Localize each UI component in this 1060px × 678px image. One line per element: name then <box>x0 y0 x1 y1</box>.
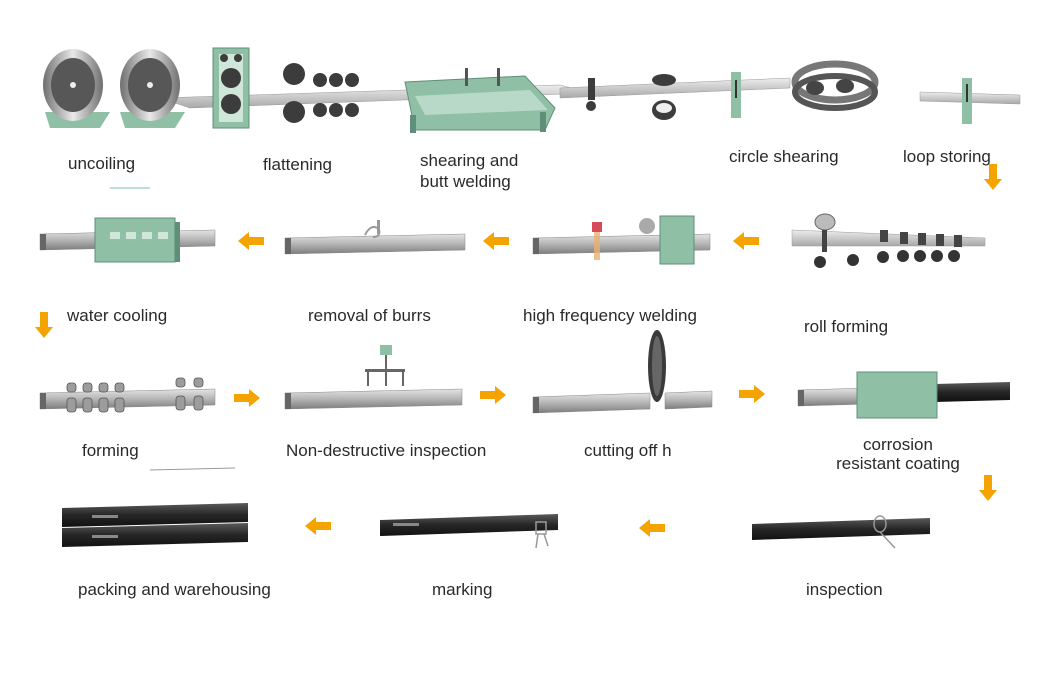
label-flattening: flattening <box>263 155 332 174</box>
uncoiler-illustration <box>43 49 185 128</box>
burr-removal-unit <box>284 220 466 255</box>
label-marking: marking <box>432 580 493 599</box>
cutting-saw <box>532 330 713 414</box>
flow-arrows <box>35 164 1002 537</box>
arrow-cutting-to-coating <box>739 385 765 403</box>
inspection-pipe <box>752 515 930 549</box>
arrow-cooling-to-forming <box>35 312 53 338</box>
loop-accumulator <box>962 78 972 124</box>
label-hf-welding: high frequency welding <box>523 306 697 325</box>
label-cutting: cutting off h <box>584 441 672 460</box>
roll-forming-unit <box>791 213 986 268</box>
arrow-burrs-to-cooling <box>238 232 264 250</box>
water-cooling-unit <box>39 217 216 263</box>
arrow-ndt-to-cutting <box>480 386 506 404</box>
arrow-forming-to-ndt <box>234 389 260 407</box>
hf-welder <box>532 215 711 265</box>
label-coating-line1: corrosion <box>863 435 933 454</box>
arrow-hf-to-burrs <box>483 232 509 250</box>
pinch-units <box>586 74 676 120</box>
label-inspection: inspection <box>806 580 883 599</box>
arrow-coating-to-inspection <box>979 475 997 501</box>
arrow-inspection-to-marking <box>639 519 665 537</box>
label-loop-storing: loop storing <box>903 147 991 166</box>
flattening-rollers <box>212 47 359 129</box>
label-uncoiling: uncoiling <box>68 154 136 173</box>
label-forming: forming <box>82 441 139 460</box>
label-packing: packing and warehousing <box>78 580 271 599</box>
label-roll-forming: roll forming <box>804 317 889 336</box>
label-shearing-line2: butt welding <box>420 172 511 191</box>
marking-pipe <box>380 514 558 549</box>
label-water-cooling: water cooling <box>67 306 168 325</box>
label-ndt: Non-destructive inspection <box>286 441 487 460</box>
label-circle-shearing: circle shearing <box>729 147 839 166</box>
circle-shear <box>731 60 879 118</box>
label-shearing-line1: shearing and <box>420 151 519 170</box>
packed-pipes <box>62 503 248 547</box>
ndt-unit <box>284 345 463 410</box>
coating-unit <box>797 371 1010 419</box>
arrow-marking-to-packing <box>305 517 331 535</box>
label-removal-of-burrs: removal of burrs <box>308 306 431 325</box>
forming-unit <box>39 377 216 413</box>
arrow-roll-to-hf <box>733 232 759 250</box>
label-coating-line2: resistant coating <box>836 454 960 473</box>
shear-welder <box>404 68 556 133</box>
arrow-loop-to-roll <box>984 164 1002 190</box>
